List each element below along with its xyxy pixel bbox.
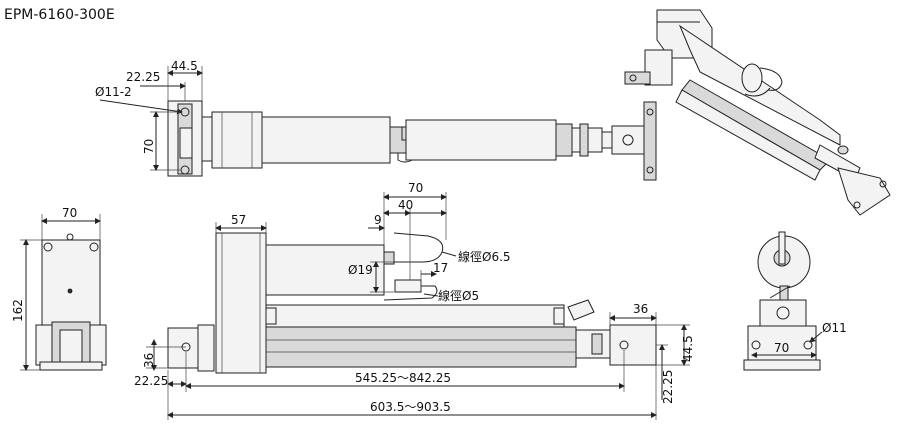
dim-22-25-left: 22.25 [134, 374, 168, 388]
dim-36-left: 36 [142, 353, 156, 368]
dim-44-5-right: 44.5 [681, 335, 695, 362]
dim-9-side: 9 [374, 213, 382, 227]
dim-70-end: 70 [774, 341, 789, 355]
dim-70-top: 70 [142, 139, 156, 154]
dim-22-25-right: 22.25 [661, 370, 675, 404]
dim-40-side: 40 [398, 198, 413, 212]
dim-22-25-top: 22.25 [126, 70, 160, 84]
dim-57-side: 57 [231, 213, 246, 227]
dim-11-end: Ø11 [822, 321, 847, 335]
dim-19-side: Ø19 [348, 263, 373, 277]
dim-total-range: 603.5～903.5 [370, 400, 451, 414]
end-view: 70 Ø11 [743, 231, 847, 371]
front-view: 70 162 [11, 206, 107, 371]
top-view: 44.5 22.25 Ø11-2 70 [95, 59, 657, 181]
dim-70-front: 70 [62, 206, 77, 220]
isometric-view [624, 9, 891, 216]
dim-162-front: 162 [11, 299, 25, 322]
cable-label-5: 線徑Ø5 [438, 288, 479, 303]
side-view: 57 70 40 9 Ø19 17 線徑Ø6.5 線徑Ø5 36 44.5 22 [134, 181, 695, 420]
dim-hole-top: Ø11-2 [95, 85, 132, 99]
dim-36-right: 36 [633, 302, 648, 316]
dim-44-5-top: 44.5 [171, 59, 198, 73]
dim-stroke-range: 545.25～842.25 [355, 371, 451, 385]
dim-70-side: 70 [408, 181, 423, 195]
cable-label-6-5: 線徑Ø6.5 [458, 249, 511, 264]
dim-17-side: 17 [433, 261, 448, 275]
model-title: EPM-6160-300E [4, 7, 115, 23]
